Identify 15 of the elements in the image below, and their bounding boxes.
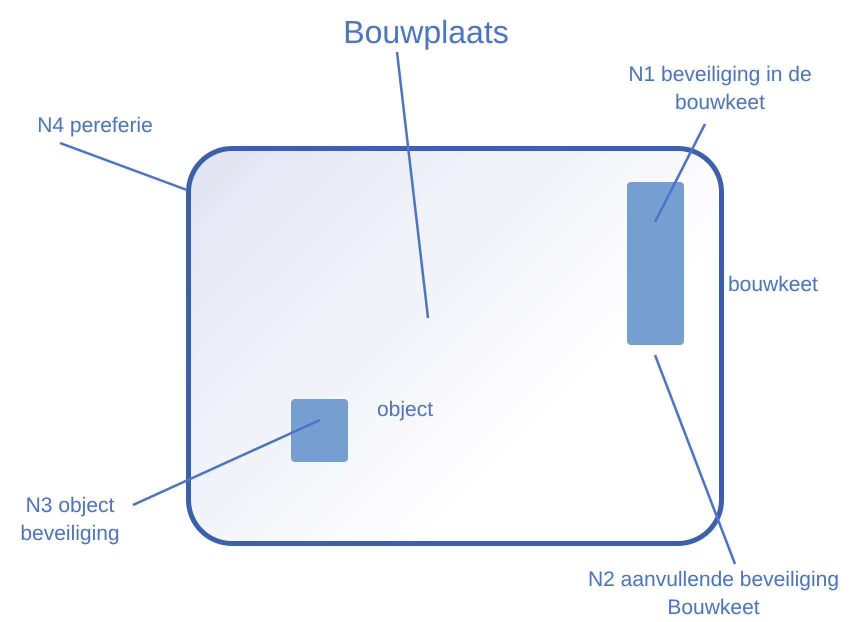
callout-text: N3 object beveiliging [0, 492, 140, 548]
object-block [291, 399, 348, 462]
site-boundary [186, 146, 724, 546]
callout-text: N2 aanvullende beveiliging Bouwkeet [560, 566, 867, 622]
title-text: Bouwplaats [300, 12, 552, 52]
leader-line [654, 123, 706, 223]
callout-text: N4 pereferie [10, 112, 180, 140]
leader-line [396, 52, 430, 318]
caption-text: object [377, 397, 434, 423]
leader-line [132, 418, 321, 506]
site-office-block [627, 182, 684, 345]
callout-text: N1 beveiliging in de bouwkeet [590, 61, 850, 117]
leader-line [60, 142, 188, 192]
caption-text: bouwkeet [728, 272, 818, 298]
leader-line [654, 354, 736, 564]
